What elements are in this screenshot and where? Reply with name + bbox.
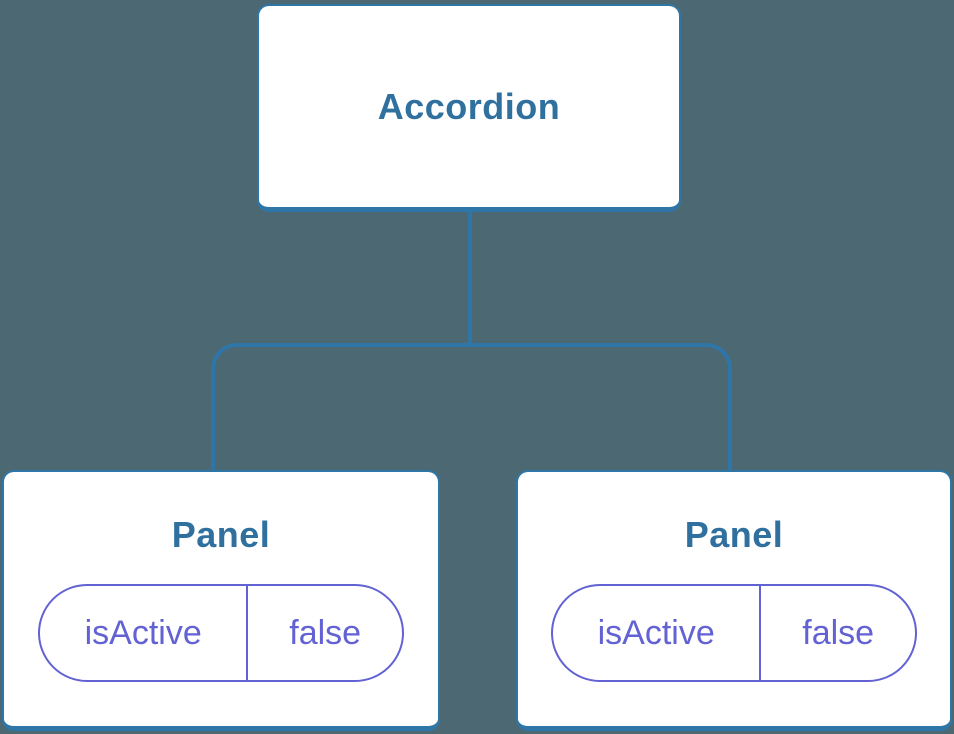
prop-name: isActive — [597, 613, 715, 652]
prop-divider — [246, 586, 249, 680]
prop-value: false — [802, 613, 875, 652]
connector-branch — [211, 343, 732, 470]
panel-node-label: Panel — [684, 514, 784, 555]
panel-node-label: Panel — [171, 514, 271, 555]
prop-divider — [759, 586, 762, 680]
root-node-label: Accordion — [377, 85, 561, 127]
prop-value: false — [289, 613, 362, 652]
panel-node-left: Panel isActive false — [2, 470, 440, 731]
connector-stem — [468, 210, 472, 347]
prop-name: isActive — [84, 613, 202, 652]
prop-pill: isActive false — [38, 584, 404, 682]
prop-pill: isActive false — [551, 584, 917, 682]
panel-node-right: Panel isActive false — [516, 470, 952, 731]
root-node-accordion: Accordion — [257, 4, 681, 212]
